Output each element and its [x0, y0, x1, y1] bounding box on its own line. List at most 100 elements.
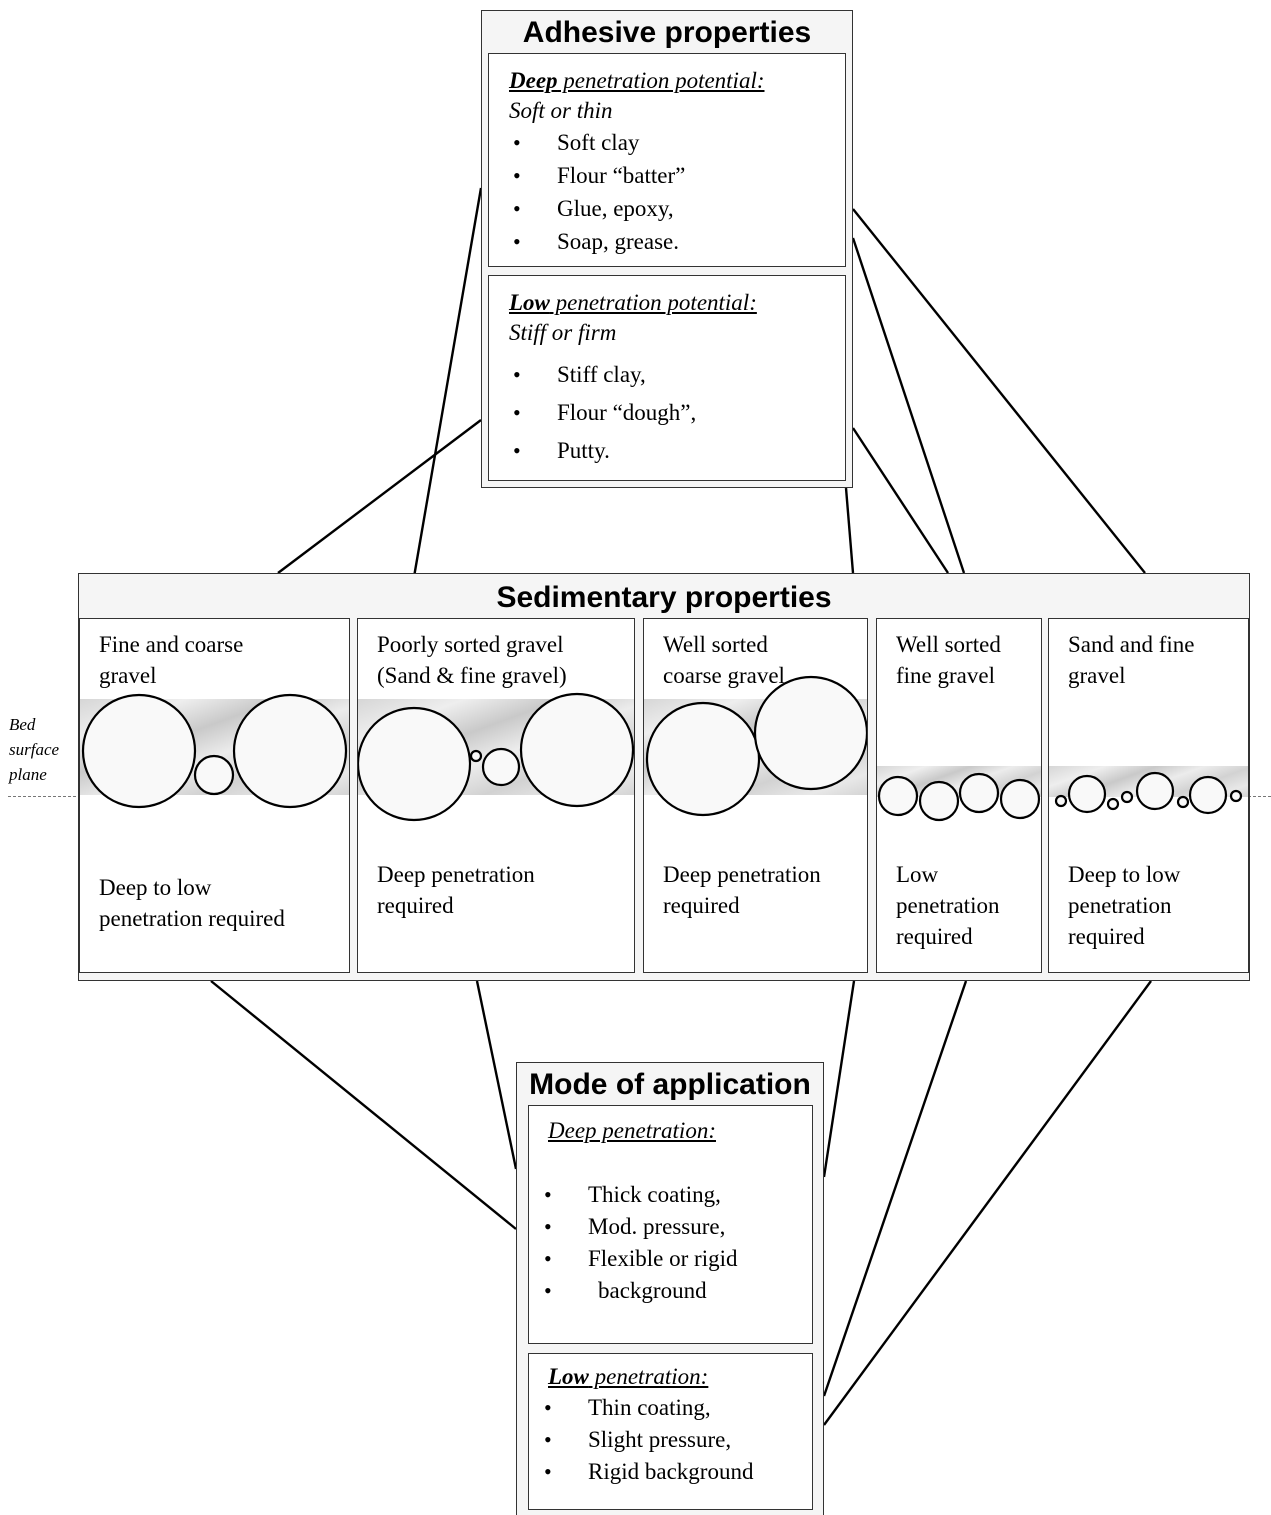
- low-potential-heading: Low penetration potential: Stiff or firm: [489, 276, 845, 348]
- gravel-particle: [918, 780, 960, 822]
- column-bottom-label: Low penetration required: [896, 859, 999, 952]
- adhesive-title: Adhesive properties: [522, 16, 812, 49]
- list-item: Flexible or rigid: [540, 1243, 812, 1275]
- gravel-particle: [481, 747, 521, 787]
- deep-heading-rest: penetration potential:: [557, 68, 765, 93]
- deep-penetration-potential-box: Deep penetration potential: Soft or thin…: [488, 53, 846, 267]
- deep-potential-list: Soft clay Flour “batter” Glue, epoxy, So…: [489, 126, 845, 258]
- gravel-particle: [753, 675, 867, 791]
- gravel-particle: [232, 693, 348, 809]
- connector-line: [852, 208, 1146, 574]
- heading-text: Deep penetration:: [548, 1118, 716, 1143]
- gravel-particle: [877, 775, 919, 817]
- label-line: Sand and fine: [1068, 632, 1195, 657]
- list-item: Soft clay: [509, 126, 845, 159]
- bed-surface-plane-label: Bed surface plane: [9, 712, 59, 787]
- sediment-column-well-sorted-coarse-gravel: Well sorted coarse gravel Deep penetrati…: [643, 618, 868, 973]
- sediment-column-poorly-sorted-gravel: Poorly sorted gravel (Sand & fine gravel…: [357, 618, 635, 973]
- list-item: Stiff clay,: [509, 356, 845, 394]
- label-line: (Sand & fine gravel): [377, 663, 567, 688]
- gravel-particle: [999, 778, 1041, 820]
- column-top-label: Well sorted coarse gravel: [663, 629, 785, 691]
- label-line: Deep penetration: [663, 862, 821, 887]
- column-bottom-label: Deep to low penetration required: [1068, 859, 1180, 952]
- list-item: Mod. pressure,: [540, 1211, 812, 1243]
- connector-line: [822, 980, 968, 1397]
- column-bottom-label: Deep to low penetration required: [99, 872, 285, 934]
- column-bottom-label: Deep penetration required: [377, 859, 535, 921]
- low-potential-list: Stiff clay, Flour “dough”, Putty.: [489, 356, 845, 470]
- gravel-particle: [1135, 771, 1175, 811]
- low-penetration-potential-box: Low penetration potential: Stiff or firm…: [488, 275, 846, 481]
- connector-line: [475, 980, 518, 1170]
- label-line: Well sorted: [896, 632, 1001, 657]
- connector-line: [823, 980, 1152, 1426]
- bed-label-line: Bed: [9, 715, 36, 734]
- gravel-particles: [1054, 771, 1243, 815]
- low-key: Low: [548, 1364, 589, 1389]
- mode-of-application-panel: Mode of application Deep penetration: Th…: [516, 1062, 824, 1515]
- column-top-label: Fine and coarse gravel: [99, 629, 243, 691]
- list-item: Putty.: [509, 432, 845, 470]
- column-bottom-label: Deep penetration required: [663, 859, 821, 921]
- gravel-particle: [193, 754, 235, 796]
- label-line: coarse gravel: [663, 663, 785, 688]
- deep-penetration-heading: Deep penetration:: [529, 1106, 812, 1146]
- connector-line: [210, 980, 517, 1230]
- gravel-particle: [519, 692, 634, 808]
- label-line: penetration: [896, 893, 1000, 918]
- label-line: fine gravel: [896, 663, 995, 688]
- label-line: required: [1068, 924, 1145, 949]
- label-line: required: [377, 893, 454, 918]
- sediment-column-well-sorted-fine-gravel: Well sorted fine gravel Low penetration …: [876, 618, 1042, 973]
- label-line: required: [663, 893, 740, 918]
- list-item: Soap, grease.: [509, 225, 845, 258]
- label-line: penetration required: [99, 906, 285, 931]
- deep-key: Deep: [509, 68, 558, 93]
- deep-penetration-box: Deep penetration: Thick coating, Mod. pr…: [528, 1105, 813, 1344]
- gravel-particle: [1054, 794, 1068, 808]
- list-item-continuation: background: [540, 1275, 812, 1307]
- gravel-particle: [81, 693, 197, 809]
- connector-line: [844, 487, 855, 574]
- bed-label-line: plane: [9, 765, 47, 784]
- label-line: Deep to low: [99, 875, 212, 900]
- column-top-label: Well sorted fine gravel: [896, 629, 1001, 691]
- sediment-column-fine-coarse-gravel: Fine and coarse gravel Deep to low penet…: [79, 618, 350, 973]
- label-line: Deep penetration: [377, 862, 535, 887]
- sediment-column-sand-fine-gravel: Sand and fine gravel Deep to low penetra…: [1048, 618, 1249, 973]
- gravel-particle: [358, 706, 472, 822]
- bed-label-line: surface: [9, 740, 60, 759]
- label-line: gravel: [99, 663, 157, 688]
- gravel-particle: [469, 749, 483, 763]
- deep-subheading: Soft or thin: [509, 98, 613, 123]
- heading-text: penetration:: [588, 1364, 709, 1389]
- label-line: Fine and coarse: [99, 632, 244, 657]
- gravel-particle: [958, 772, 1000, 814]
- label-line: Well sorted: [663, 632, 768, 657]
- column-top-label: Poorly sorted gravel (Sand & fine gravel…: [377, 629, 567, 691]
- label-line: Deep to low: [1068, 862, 1181, 887]
- low-heading-rest: penetration potential:: [549, 290, 757, 315]
- low-subheading: Stiff or firm: [509, 320, 617, 345]
- gravel-particle: [1229, 789, 1243, 803]
- gravel-particles: [645, 675, 867, 817]
- connector-line: [851, 427, 950, 574]
- list-item: Rigid background: [540, 1456, 812, 1488]
- column-top-label: Sand and fine gravel: [1068, 629, 1194, 691]
- list-item: Glue, epoxy,: [509, 192, 845, 225]
- low-penetration-heading: Low penetration:: [529, 1354, 812, 1392]
- gravel-particle: [1120, 790, 1134, 804]
- gravel-particles: [877, 772, 1041, 822]
- deep-potential-heading: Deep penetration potential: Soft or thin: [489, 54, 845, 126]
- list-item: Thick coating,: [540, 1179, 812, 1211]
- gravel-particle: [1067, 774, 1107, 814]
- label-line: Low: [896, 862, 939, 887]
- sedimentary-properties-panel: Sedimentary properties Fine and coarse g…: [78, 573, 1250, 981]
- sediment-title: Sedimentary properties: [496, 581, 832, 614]
- connector-line: [822, 980, 856, 1178]
- connector-line: [412, 187, 483, 578]
- gravel-particles: [358, 692, 634, 822]
- low-key: Low: [509, 290, 550, 315]
